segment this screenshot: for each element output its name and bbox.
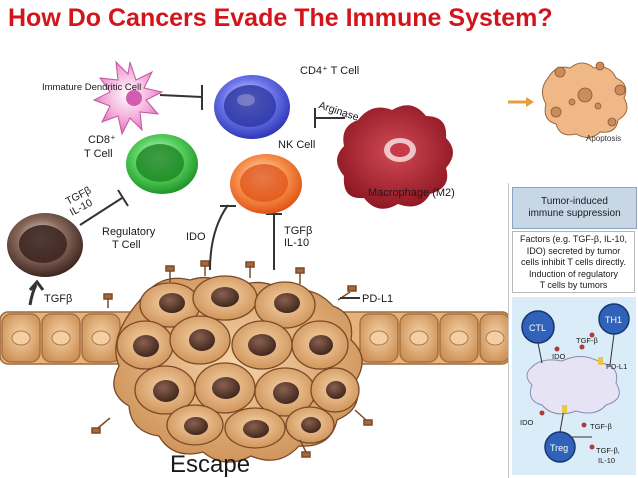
label-apoptosis: Apoptosis [586,134,621,143]
label-cd8-1: CD8⁺ [88,134,116,146]
label-tgfb-bottom: TGFβ [44,293,72,305]
panel-text-3: cells inhibit T cells directly. [520,257,627,267]
label-arginase: Arginase [317,99,360,123]
panel-text-4: Induction of regulatory [528,268,619,279]
label-ido: IDO [186,231,206,243]
nk-cell [230,154,302,214]
label-tgf-mid-1: TGFβ [284,225,312,237]
mini-tgf-2: TGF-β [590,422,612,431]
immature-dendritic-cell [92,60,164,136]
panel-mini-diagram: CTL TH1 Treg IDO TGF-β PD-L1 IDO TGF-β T… [512,297,636,475]
panel-text-2: IDO) secreted by tumor [526,245,621,256]
mini-th1: TH1 [605,315,622,325]
diagram-labels: Immature Dendritic Cell CD4⁺ T Cell CD8⁺… [42,65,455,478]
panel-header-line-2: immune suppression [528,208,621,219]
mini-ctl: CTL [529,323,546,333]
label-macrophage: Macrophage (M2) [368,187,455,199]
panel-text-1: Factors (e.g. TGF-β, IL-10, [519,234,628,244]
tumor-suppression-panel: Tumor-induced immune suppression Factors… [508,183,638,478]
label-regulatory-2: T Cell [112,239,141,251]
apoptosis-inset: Apoptosis [508,52,636,148]
cd4-t-cell [214,75,290,139]
regulatory-t-cell [7,213,83,277]
label-cd8-2: T Cell [84,148,113,160]
macrophage-m2 [337,105,453,209]
mini-il10: IL-10 [598,456,615,465]
label-tgf-mid-2: IL-10 [284,237,309,249]
mini-ido-2: IDO [520,418,534,427]
label-nk: NK Cell [278,139,315,151]
cd8-t-cell [126,134,198,194]
mini-tgf-1: TGF-β [576,336,598,345]
label-pdl1: PD-L1 [362,293,393,305]
label-cd4: CD4⁺ T Cell [300,65,359,77]
panel-header-line-1: Tumor-induced [541,196,608,207]
mini-tgf-3: TGF-β, [596,446,620,455]
panel-text-5: T cells by tumors [539,280,608,290]
label-escape: Escape [170,451,250,478]
label-immature-dc-1: Immature Dendritic Cell [42,82,141,93]
slide-title: How Do Cancers Evade The Immune System? [8,4,553,32]
mini-ido-1: IDO [552,352,566,361]
panel-description: Factors (e.g. TGF-β, IL-10, IDO) secrete… [512,231,635,293]
panel-header: Tumor-induced immune suppression [512,187,637,229]
mini-treg: Treg [550,443,568,453]
tumor-mass [91,260,373,463]
label-regulatory-1: Regulatory [102,226,156,238]
inhibition-arrows [28,85,360,306]
mini-pdl1: PD-L1 [606,362,627,371]
